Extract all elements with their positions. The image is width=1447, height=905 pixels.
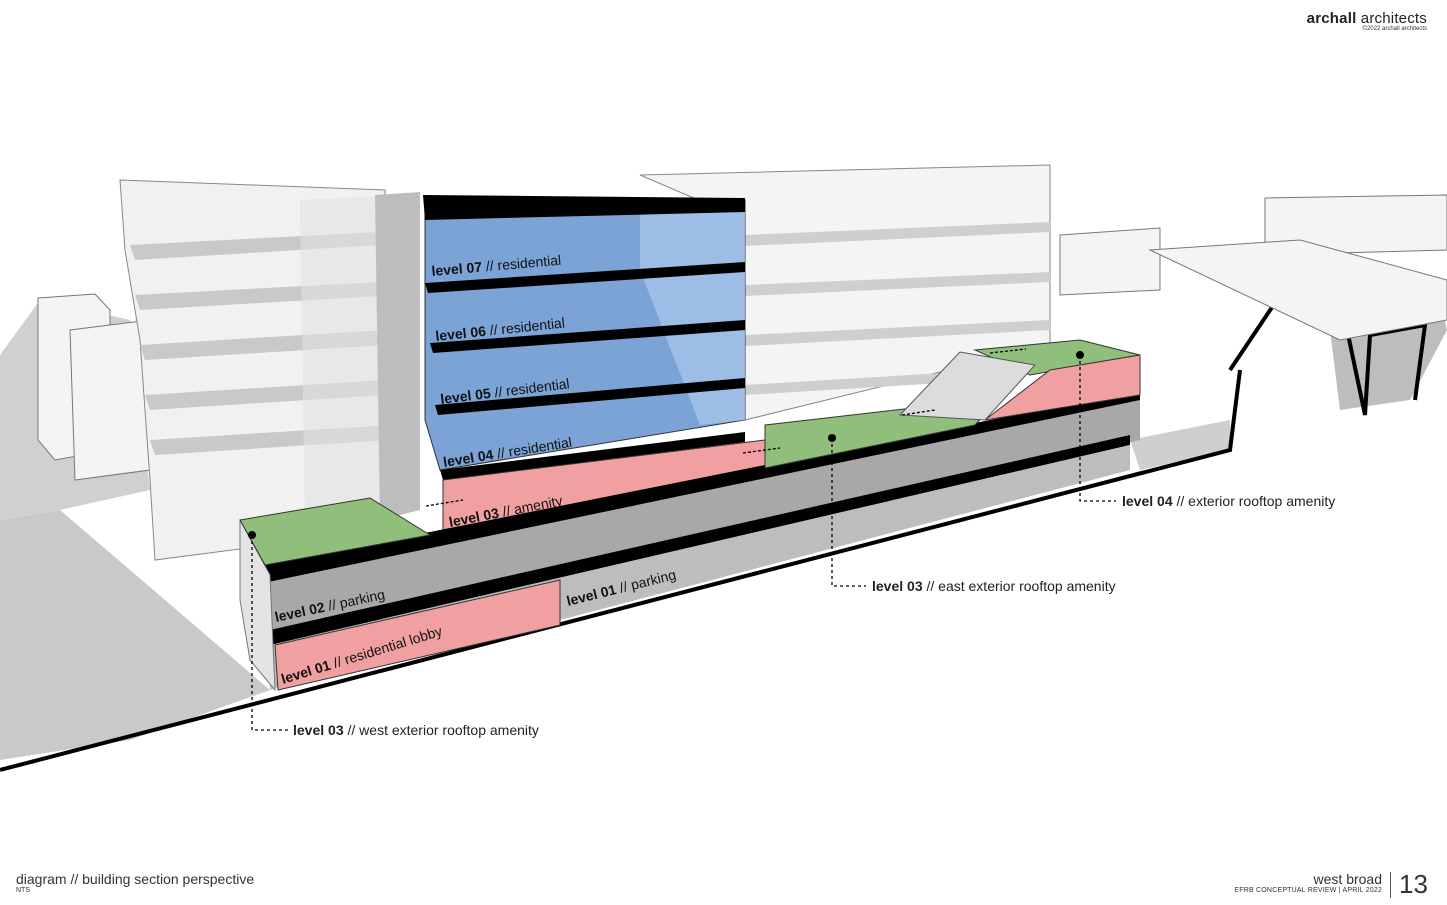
east-residential-mass: [639, 164, 1051, 421]
scale-note: NTS: [16, 887, 30, 894]
brand-copyright: ©2022 archall architects: [1362, 26, 1427, 32]
level-label-06: level 06 // residential: [435, 314, 566, 344]
page-divider: [1390, 872, 1391, 898]
residential-tower-section: [423, 195, 746, 480]
project-name: west broad: [1313, 871, 1382, 887]
brand-name-rest: architects: [1356, 10, 1427, 27]
west-residential-mass: [119, 179, 420, 561]
callout-dots: [248, 351, 1084, 539]
parking-podium: [239, 390, 1140, 692]
callout-level04-rooftop: level 04 // exterior rooftop amenity: [1122, 493, 1335, 509]
circulation-arrows: [425, 348, 1027, 507]
callout-west-rooftop: level 03 // west exterior rooftop amenit…: [293, 722, 539, 738]
page-number: 13: [1399, 869, 1428, 899]
project-info: west broad EFRB CONCEPTUAL REVIEW | APRI…: [1234, 871, 1382, 894]
callout-leaders: [251, 355, 1116, 731]
context-buildings: [37, 194, 1447, 481]
diagram-title: diagram // building section perspective: [16, 871, 255, 887]
brand-name-bold: archall: [1306, 10, 1357, 27]
brand-logo: archall architects ©2022 archall archite…: [1307, 10, 1427, 32]
ground-line: [0, 369, 1242, 772]
review-info: EFRB CONCEPTUAL REVIEW | APRIL 2022: [1234, 887, 1382, 894]
level-label-07: level 07 // residential: [431, 252, 562, 279]
callout-east-rooftop: level 03 // east exterior rooftop amenit…: [872, 578, 1116, 594]
rooftop-amenities: [239, 339, 1141, 566]
level-label-05: level 05 // residential: [439, 375, 570, 407]
